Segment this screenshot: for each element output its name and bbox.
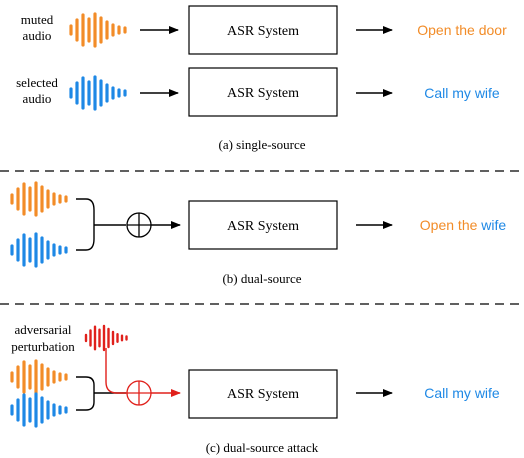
caption-c: (c) dual-source attack bbox=[206, 440, 319, 455]
muted-audio-label-line2: audio bbox=[23, 28, 52, 43]
asr-system-label: ASR System bbox=[227, 387, 299, 402]
panel-c: adversarial perturbation ASR System Call… bbox=[10, 322, 500, 455]
audio-waveform-icon bbox=[84, 324, 128, 352]
circled-plus-icon bbox=[126, 212, 152, 238]
audio-waveform-icon bbox=[69, 12, 127, 48]
asr-system-label: ASR System bbox=[227, 24, 299, 39]
output-text-muted: Open the door bbox=[417, 22, 507, 38]
selected-audio-label-line2: audio bbox=[23, 91, 52, 106]
asr-system-box bbox=[188, 369, 338, 419]
perturbation-path bbox=[105, 348, 127, 394]
selected-audio-label-line1: selected bbox=[16, 75, 58, 90]
asr-system-label: ASR System bbox=[227, 219, 299, 234]
audio-waveform-icon bbox=[10, 181, 68, 217]
muted-audio-label-line1: muted bbox=[21, 12, 54, 27]
output-text-mixed-part2: wife bbox=[480, 217, 506, 233]
asr-system-box bbox=[188, 67, 338, 117]
output-text-attack: Call my wife bbox=[424, 385, 500, 401]
asr-system-box bbox=[188, 5, 338, 55]
audio-waveform-icon bbox=[69, 75, 127, 111]
circled-plus-icon bbox=[126, 380, 152, 406]
audio-waveform-icon bbox=[10, 359, 68, 395]
asr-system-box bbox=[188, 200, 338, 250]
caption-a: (a) single-source bbox=[219, 137, 306, 152]
audio-waveform-icon bbox=[10, 232, 68, 268]
output-text-mixed-part1: Open the bbox=[420, 217, 482, 233]
audio-waveform-icon bbox=[10, 392, 68, 428]
output-text-mixed: Open the wife bbox=[420, 217, 507, 233]
asr-system-label: ASR System bbox=[227, 86, 299, 101]
output-text-selected: Call my wife bbox=[424, 85, 500, 101]
perturbation-label-line2: perturbation bbox=[11, 339, 75, 354]
merge-bracket bbox=[76, 198, 126, 251]
panel-b: ASR System Open the wife (b) dual-source bbox=[10, 181, 507, 286]
caption-b: (b) dual-source bbox=[222, 271, 301, 286]
panel-a: muted audio ASR System Open the door sel… bbox=[16, 5, 507, 152]
perturbation-label-line1: adversarial bbox=[14, 322, 71, 337]
